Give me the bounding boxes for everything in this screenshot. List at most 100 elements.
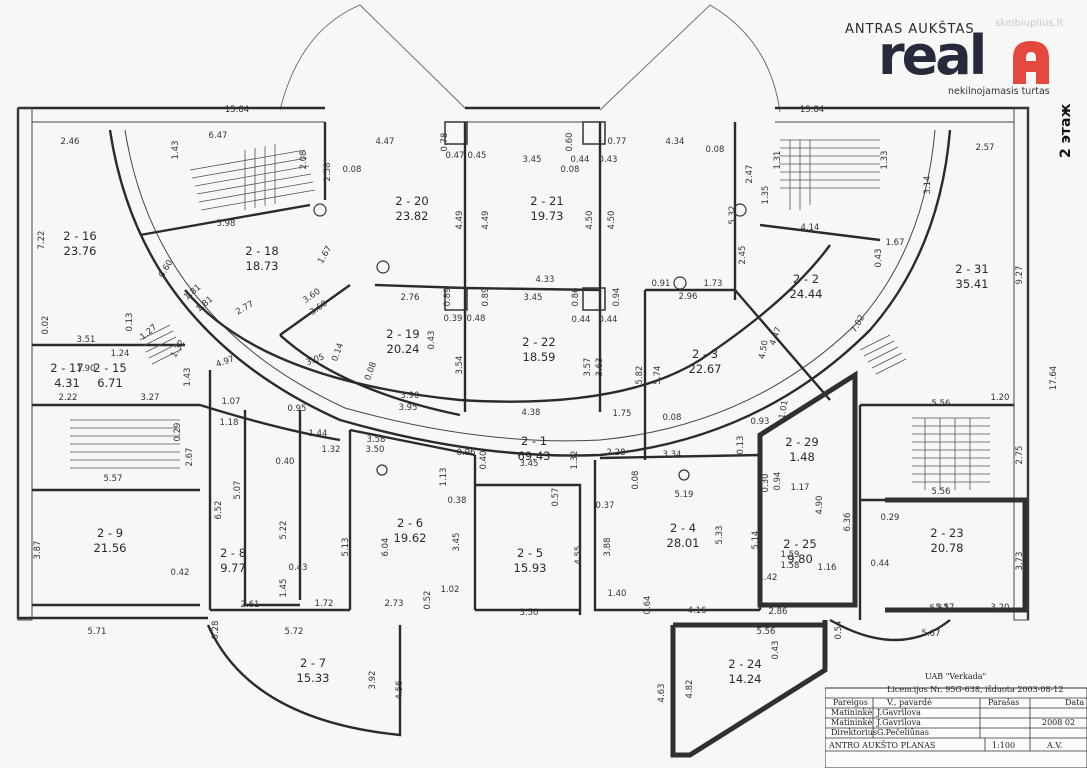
round-column xyxy=(376,464,388,476)
room-area: 9.80 xyxy=(787,552,813,566)
dimension-label: 0.43 xyxy=(427,331,437,350)
dimension-label: 1.67 xyxy=(886,238,905,248)
dimension-label: 5.56 xyxy=(932,487,951,497)
room-area: 69.43 xyxy=(518,449,551,463)
dimension-label: 3.51 xyxy=(77,335,96,345)
room-area: 18.73 xyxy=(246,259,279,273)
dimension-label: 0.60 xyxy=(157,258,175,279)
dimension-label: 0.44 xyxy=(571,155,590,165)
room-area: 21.56 xyxy=(94,541,127,555)
dimension-label: 2.86 xyxy=(769,607,788,617)
logo-tagline: nekilnojamasis turtas xyxy=(948,86,1050,97)
dimension-label: 0.13 xyxy=(125,313,135,332)
dimension-label: 5.57 xyxy=(936,603,955,613)
dimension-label: 5.82 xyxy=(635,366,645,385)
dimension-label: 2.67 xyxy=(185,448,195,467)
row-name: G.Pečeliūnas xyxy=(877,728,929,737)
dimension-label: 0.93 xyxy=(751,417,770,427)
dimension-label: 5.74 xyxy=(653,366,663,385)
dimension-label: 4.33 xyxy=(536,275,555,285)
dimension-label: 5.56 xyxy=(757,627,776,637)
dimension-label: 0.48 xyxy=(467,314,486,324)
dimension-label: 0.02 xyxy=(41,316,51,335)
room-id: 2 - 8 xyxy=(220,546,246,560)
dimension-label: 5.67 xyxy=(922,629,941,639)
room-area: 23.82 xyxy=(396,209,429,223)
dimension-label: 3.45 xyxy=(452,533,462,552)
dimension-label: 0.52 xyxy=(423,591,433,610)
dimension-label: 0.39 xyxy=(444,314,463,324)
dimension-label: 0.60 xyxy=(565,133,575,152)
room-id: 2 - 5 xyxy=(517,546,543,560)
dimension-label: 0.43 xyxy=(771,641,781,660)
dimension-label: 2.73 xyxy=(385,599,404,609)
row-date: 2008 02 xyxy=(1042,718,1075,727)
dimension-label: 4.38 xyxy=(522,408,541,418)
dimension-label: 9.27 xyxy=(1015,266,1025,285)
dimension-label: 5.14 xyxy=(751,531,761,550)
round-column xyxy=(376,260,390,274)
dimension-label: 0.94 xyxy=(612,288,622,307)
column xyxy=(444,121,468,145)
room-id: 2 - 2 xyxy=(793,272,819,286)
dimension-label: 4.50 xyxy=(585,211,595,230)
dimension-label: 4.34 xyxy=(666,137,685,147)
col-date: Data xyxy=(1065,698,1084,707)
room-area: 19.73 xyxy=(531,209,564,223)
dimension-label: 0.95 xyxy=(288,404,307,414)
room-area: 19.62 xyxy=(394,531,427,545)
dimension-label: 6.04 xyxy=(381,538,391,557)
dimension-label: 0.42 xyxy=(171,568,190,578)
round-column xyxy=(733,203,747,217)
room-id: 2 - 31 xyxy=(955,262,988,276)
dimension-label: 5.22 xyxy=(279,521,289,540)
dimension-label: 2.61 xyxy=(241,600,260,610)
col-name: V., pavardė xyxy=(886,698,932,707)
dimension-label: 1.42 xyxy=(759,573,778,583)
dimension-label: 3.87 xyxy=(33,541,43,560)
dimension-label: 3.92 xyxy=(368,671,378,690)
company-name: UAB "Verkada" xyxy=(925,672,986,681)
room-area: 23.76 xyxy=(64,244,97,258)
dimension-label: 3.58 xyxy=(367,435,386,445)
col-sign: Parašas xyxy=(988,698,1019,707)
dimension-label: 3.50 xyxy=(520,608,539,618)
dimension-label: 2.96 xyxy=(679,292,698,302)
room-id: 2 - 6 xyxy=(397,516,423,530)
dimension-label: 0.08 xyxy=(706,145,725,155)
dimension-label: 0.30 xyxy=(761,474,771,493)
dimension-label: 17.64 xyxy=(1049,366,1059,390)
dimension-label: 2.77 xyxy=(234,299,255,317)
room-id: 2 - 17 xyxy=(50,361,83,375)
dimension-label: 4.56 xyxy=(395,681,405,700)
room-id: 2 - 16 xyxy=(63,229,96,243)
dimension-label: 2.45 xyxy=(738,246,748,265)
dimension-label: 0.38 xyxy=(448,496,467,506)
dimension-label: 3.14 xyxy=(923,176,933,195)
door-arc-right xyxy=(599,4,781,113)
dimension-label: 5.19 xyxy=(675,490,694,500)
room-area: 18.59 xyxy=(523,350,556,364)
dimension-label: 0.29 xyxy=(881,513,900,523)
room-id: 2 - 23 xyxy=(930,526,963,540)
dimension-label: 0.45 xyxy=(468,151,487,161)
dimension-label: 0.08 xyxy=(363,361,379,382)
dimension-label: 3.54 xyxy=(455,356,465,375)
room-id: 2 - 19 xyxy=(386,327,419,341)
title-block: UAB "Verkada" Licencijos Nr. 95G-638, iš… xyxy=(825,672,1087,768)
dimension-label: 1.67 xyxy=(316,244,334,265)
dimension-label: 2.76 xyxy=(401,293,420,303)
dimension-label: 3.73 xyxy=(1015,552,1025,571)
room-id: 2 - 29 xyxy=(785,435,818,449)
row-role: Matininkė xyxy=(831,708,872,717)
dimension-label: 0.08 xyxy=(561,165,580,175)
dimension-label: 3.20 xyxy=(991,603,1010,613)
dimension-label: 0.08 xyxy=(343,165,362,175)
watermark: skelbiuplius.lt xyxy=(995,18,1063,29)
dimension-label: 0.43 xyxy=(289,563,308,573)
dimension-label: 1.16 xyxy=(818,563,837,573)
dimension-label: 1.20 xyxy=(991,393,1010,403)
